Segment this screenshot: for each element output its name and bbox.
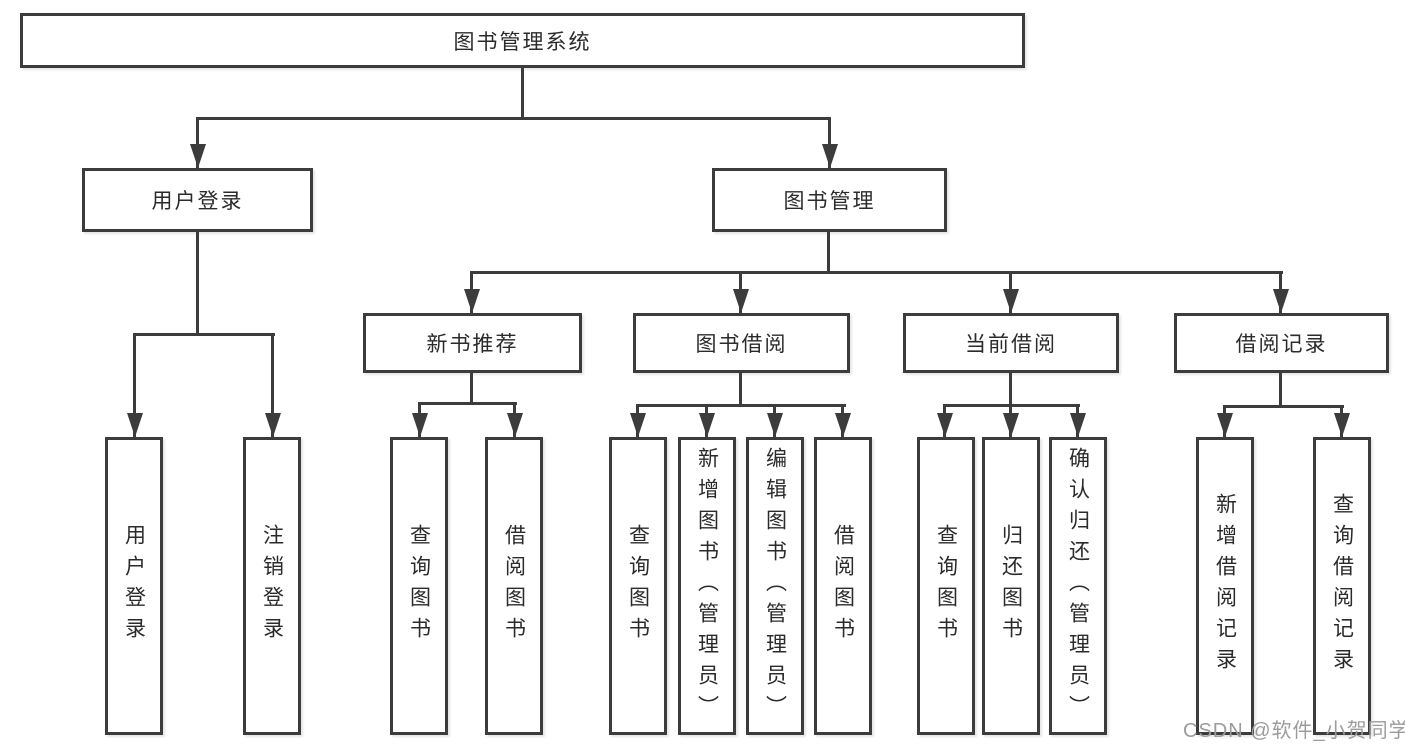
leaf-query-books-1: 查询图书 bbox=[390, 437, 448, 735]
connector-arrow bbox=[841, 404, 844, 437]
node-new-book-recommend-label: 新书推荐 bbox=[426, 333, 519, 356]
connector-line bbox=[739, 373, 742, 407]
node-book-management: 图书管理 bbox=[712, 168, 947, 232]
connector-arrow bbox=[705, 404, 708, 437]
leaf-edit-book-admin: 编辑图书（管理员） bbox=[746, 437, 804, 735]
leaf-add-book-admin-label: 新增图书（管理员） bbox=[695, 446, 719, 726]
leaf-query-books-3: 查询图书 bbox=[917, 437, 975, 735]
node-root-label: 图书管理系统 bbox=[453, 30, 592, 54]
node-book-borrow: 图书借阅 bbox=[633, 313, 850, 373]
leaf-add-borrow-record-label: 新增借阅记录 bbox=[1213, 493, 1237, 679]
leaf-borrow-books-2-label: 借阅图书 bbox=[831, 524, 855, 648]
connector-arrow bbox=[513, 402, 516, 437]
connector-arrow bbox=[636, 404, 639, 437]
watermark: CSDN @软件_小贺同学 bbox=[1183, 720, 1405, 742]
connector-line bbox=[1009, 373, 1012, 407]
leaf-query-books-1-label: 查询图书 bbox=[407, 524, 431, 648]
node-book-management-label: 图书管理 bbox=[783, 190, 876, 213]
leaf-query-books-2: 查询图书 bbox=[609, 437, 667, 735]
leaf-borrow-books-1: 借阅图书 bbox=[485, 437, 543, 735]
leaf-logout-label: 注销登录 bbox=[260, 524, 284, 648]
connector-line bbox=[636, 404, 846, 407]
connector-arrow bbox=[739, 271, 742, 313]
connector-line bbox=[1223, 405, 1344, 408]
connector-arrow bbox=[418, 402, 421, 437]
leaf-query-books-2-label: 查询图书 bbox=[626, 524, 650, 648]
leaf-logout: 注销登录 bbox=[243, 437, 301, 735]
connector-line bbox=[196, 232, 199, 336]
leaf-user-login: 用户登录 bbox=[105, 437, 163, 735]
connector-arrow bbox=[1009, 404, 1012, 437]
connector-arrow bbox=[470, 271, 473, 313]
node-book-borrow-label: 图书借阅 bbox=[695, 333, 788, 356]
leaf-add-borrow-record: 新增借阅记录 bbox=[1196, 437, 1254, 735]
connector-line bbox=[133, 333, 275, 336]
connector-arrow bbox=[271, 333, 274, 437]
connector-line bbox=[827, 232, 830, 274]
connector-arrow bbox=[133, 333, 136, 437]
leaf-return-books: 归还图书 bbox=[982, 437, 1040, 735]
leaf-confirm-return-admin-label: 确认归还（管理员） bbox=[1066, 446, 1090, 726]
leaf-add-book-admin: 新增图书（管理员） bbox=[678, 437, 736, 735]
connector-arrow bbox=[943, 404, 946, 437]
leaf-edit-book-admin-label: 编辑图书（管理员） bbox=[763, 446, 787, 726]
connector-line bbox=[1279, 373, 1282, 408]
connector-arrow bbox=[1340, 405, 1343, 437]
connector-arrow bbox=[1076, 404, 1079, 437]
connector-line bbox=[470, 373, 473, 405]
connector-line bbox=[196, 117, 831, 120]
connector-arrow bbox=[773, 404, 776, 437]
node-borrow-records-label: 借阅记录 bbox=[1235, 333, 1328, 356]
leaf-query-borrow-record: 查询借阅记录 bbox=[1313, 437, 1371, 735]
connector-arrow bbox=[1279, 271, 1282, 313]
leaf-query-books-3-label: 查询图书 bbox=[934, 524, 958, 648]
node-current-borrow: 当前借阅 bbox=[903, 313, 1119, 373]
node-user-login-label: 用户登录 bbox=[151, 190, 244, 213]
connector-line bbox=[418, 402, 517, 405]
connector-arrow bbox=[828, 117, 831, 168]
leaf-query-borrow-record-label: 查询借阅记录 bbox=[1330, 493, 1354, 679]
node-new-book-recommend: 新书推荐 bbox=[363, 313, 582, 373]
connector-arrow bbox=[1009, 271, 1012, 313]
connector-line bbox=[521, 68, 524, 120]
leaf-borrow-books-1-label: 借阅图书 bbox=[502, 524, 526, 648]
leaf-return-books-label: 归还图书 bbox=[999, 524, 1023, 648]
node-user-login: 用户登录 bbox=[82, 168, 313, 232]
connector-arrow bbox=[196, 117, 199, 168]
connector-arrow bbox=[1223, 405, 1226, 437]
connector-line bbox=[470, 271, 1283, 274]
leaf-borrow-books-2: 借阅图书 bbox=[814, 437, 872, 735]
node-current-borrow-label: 当前借阅 bbox=[965, 333, 1057, 356]
leaf-confirm-return-admin: 确认归还（管理员） bbox=[1049, 437, 1107, 735]
leaf-user-login-label: 用户登录 bbox=[122, 524, 146, 648]
node-borrow-records: 借阅记录 bbox=[1174, 313, 1389, 373]
node-root: 图书管理系统 bbox=[20, 13, 1025, 68]
